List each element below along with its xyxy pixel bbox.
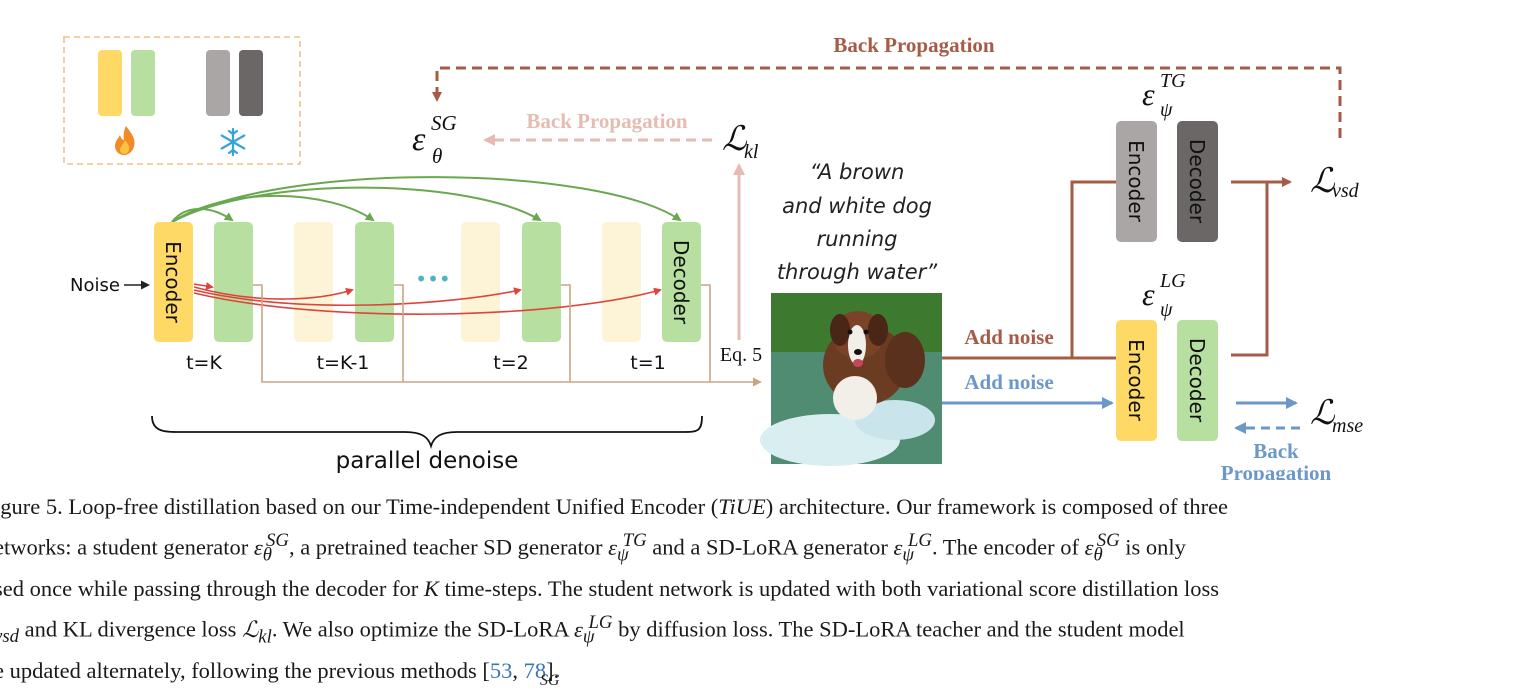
snowflake-icon (220, 127, 246, 157)
parallel-denoise-label: parallel denoise (336, 448, 519, 474)
legend-box (63, 36, 301, 165)
encoder-skip-arrows-green (171, 176, 682, 223)
svg-text:ε: ε (412, 121, 426, 158)
teacher-decoder-label: Decoder (1185, 139, 1209, 224)
svg-text:TG: TG (1160, 70, 1186, 92)
svg-text:vsd: vsd (1332, 180, 1360, 202)
timestep-label-1: t=1 (630, 352, 665, 374)
legend-trainable-encoder (98, 50, 122, 116)
svg-text:ℒ: ℒ (1310, 395, 1336, 432)
back-propagation-bottom-label-1: Back (1253, 439, 1299, 463)
caption-line-3: sed once while passing through the decod… (0, 576, 1219, 601)
lora-encoder-label: Encoder (1124, 339, 1148, 422)
kl-loss-symbol: ℒ kl (722, 121, 759, 163)
svg-text:θ: θ (432, 144, 442, 168)
decoder-label: Decoder (669, 240, 693, 325)
back-propagation-top-arrow (432, 66, 1342, 138)
teacher-decoder-block (1177, 121, 1218, 242)
lora-decoder-block (1177, 320, 1218, 441)
svg-text:kl: kl (744, 141, 759, 163)
decoder-block-tk (214, 222, 253, 342)
svg-text:ε: ε (1142, 76, 1155, 112)
generated-dog-image (760, 293, 942, 466)
faded-encoder-t2 (461, 222, 500, 342)
svg-text:running: running (816, 227, 897, 251)
timestep-connectors (253, 284, 762, 387)
add-noise-brown-arrow (942, 180, 1120, 360)
caption-line-1: igure 5. Loop-free distillation based on… (0, 494, 1229, 519)
add-noise-blue-label: Add noise (964, 370, 1053, 394)
citation-78[interactable]: 78 (523, 658, 547, 683)
vsd-loss-symbol: ℒ vsd (1310, 163, 1360, 202)
fire-icon (115, 126, 135, 155)
cutoff-text: SG (540, 672, 560, 689)
legend-frozen-encoder (206, 50, 230, 116)
encoder-block (154, 222, 193, 342)
faded-encoder-tk1 (294, 222, 333, 342)
svg-text:mse: mse (1332, 415, 1363, 437)
svg-text:“A brown: “A brown (810, 160, 905, 184)
mse-loss-symbol: ℒ mse (1310, 395, 1363, 437)
svg-text:SG: SG (431, 111, 457, 135)
timestep-label-k: t=K (186, 352, 222, 374)
caption-line-2: etworks: a student generator εθSG, a pre… (0, 530, 1186, 565)
citation-53[interactable]: 53 (489, 658, 513, 683)
add-noise-brown-label: Add noise (964, 325, 1053, 349)
encoder-label: Encoder (161, 241, 185, 324)
caption-line-5: e updated alternately, following the pre… (0, 658, 560, 683)
timestep-label-2: t=2 (493, 352, 528, 374)
faded-encoder-t1 (602, 222, 641, 342)
svg-text:through water”: through water” (777, 260, 938, 284)
teacher-generator-symbol: ε TG ψ (1142, 70, 1186, 121)
equation-ref: Eq. 5 (720, 344, 762, 366)
lora-decoder-label: Decoder (1185, 338, 1209, 423)
lora-generator-symbol: ε LG ψ (1142, 270, 1186, 321)
decoder-block-t1 (662, 222, 701, 342)
svg-text:ψ: ψ (1160, 299, 1173, 321)
student-generator-symbol: ε SG θ (412, 111, 457, 168)
parallel-denoise-brace (151, 415, 703, 450)
back-propagation-mid-label: Back Propagation (526, 109, 688, 133)
decoder-block-tk1 (355, 222, 394, 342)
vsd-output-arrows (1231, 177, 1292, 357)
legend-trainable-decoder (131, 50, 155, 116)
encoder-feature-arrows-red (193, 282, 662, 315)
lora-encoder-block (1116, 320, 1157, 441)
noise-label: Noise (70, 275, 120, 296)
svg-text:ε: ε (1142, 276, 1155, 312)
svg-text:ℒ: ℒ (722, 121, 748, 158)
back-propagation-bottom-label-2: Propagation (1221, 461, 1332, 480)
teacher-encoder-label: Encoder (1124, 140, 1148, 223)
legend-frozen-decoder (239, 50, 263, 116)
decoder-block-t2 (522, 222, 561, 342)
timestep-label-k1: t=K-1 (317, 352, 370, 374)
text-prompt: “A brown and white dog running through w… (777, 160, 938, 284)
teacher-encoder-block (1116, 121, 1157, 242)
svg-text:LG: LG (1159, 270, 1186, 292)
svg-text:ψ: ψ (1160, 99, 1173, 121)
svg-text:and white dog: and white dog (782, 194, 932, 218)
figure-caption: igure 5. Loop-free distillation based on… (0, 490, 1394, 688)
tiue-architecture-diagram: Back Propagation ε SG θ Back Propagation… (63, 33, 1363, 480)
svg-text:ℒ: ℒ (1310, 163, 1336, 200)
back-propagation-top-label: Back Propagation (833, 33, 995, 57)
ellipsis: ••• (415, 267, 450, 291)
caption-line-4: vsd and KL divergence loss ℒkl. We also … (0, 612, 1185, 647)
